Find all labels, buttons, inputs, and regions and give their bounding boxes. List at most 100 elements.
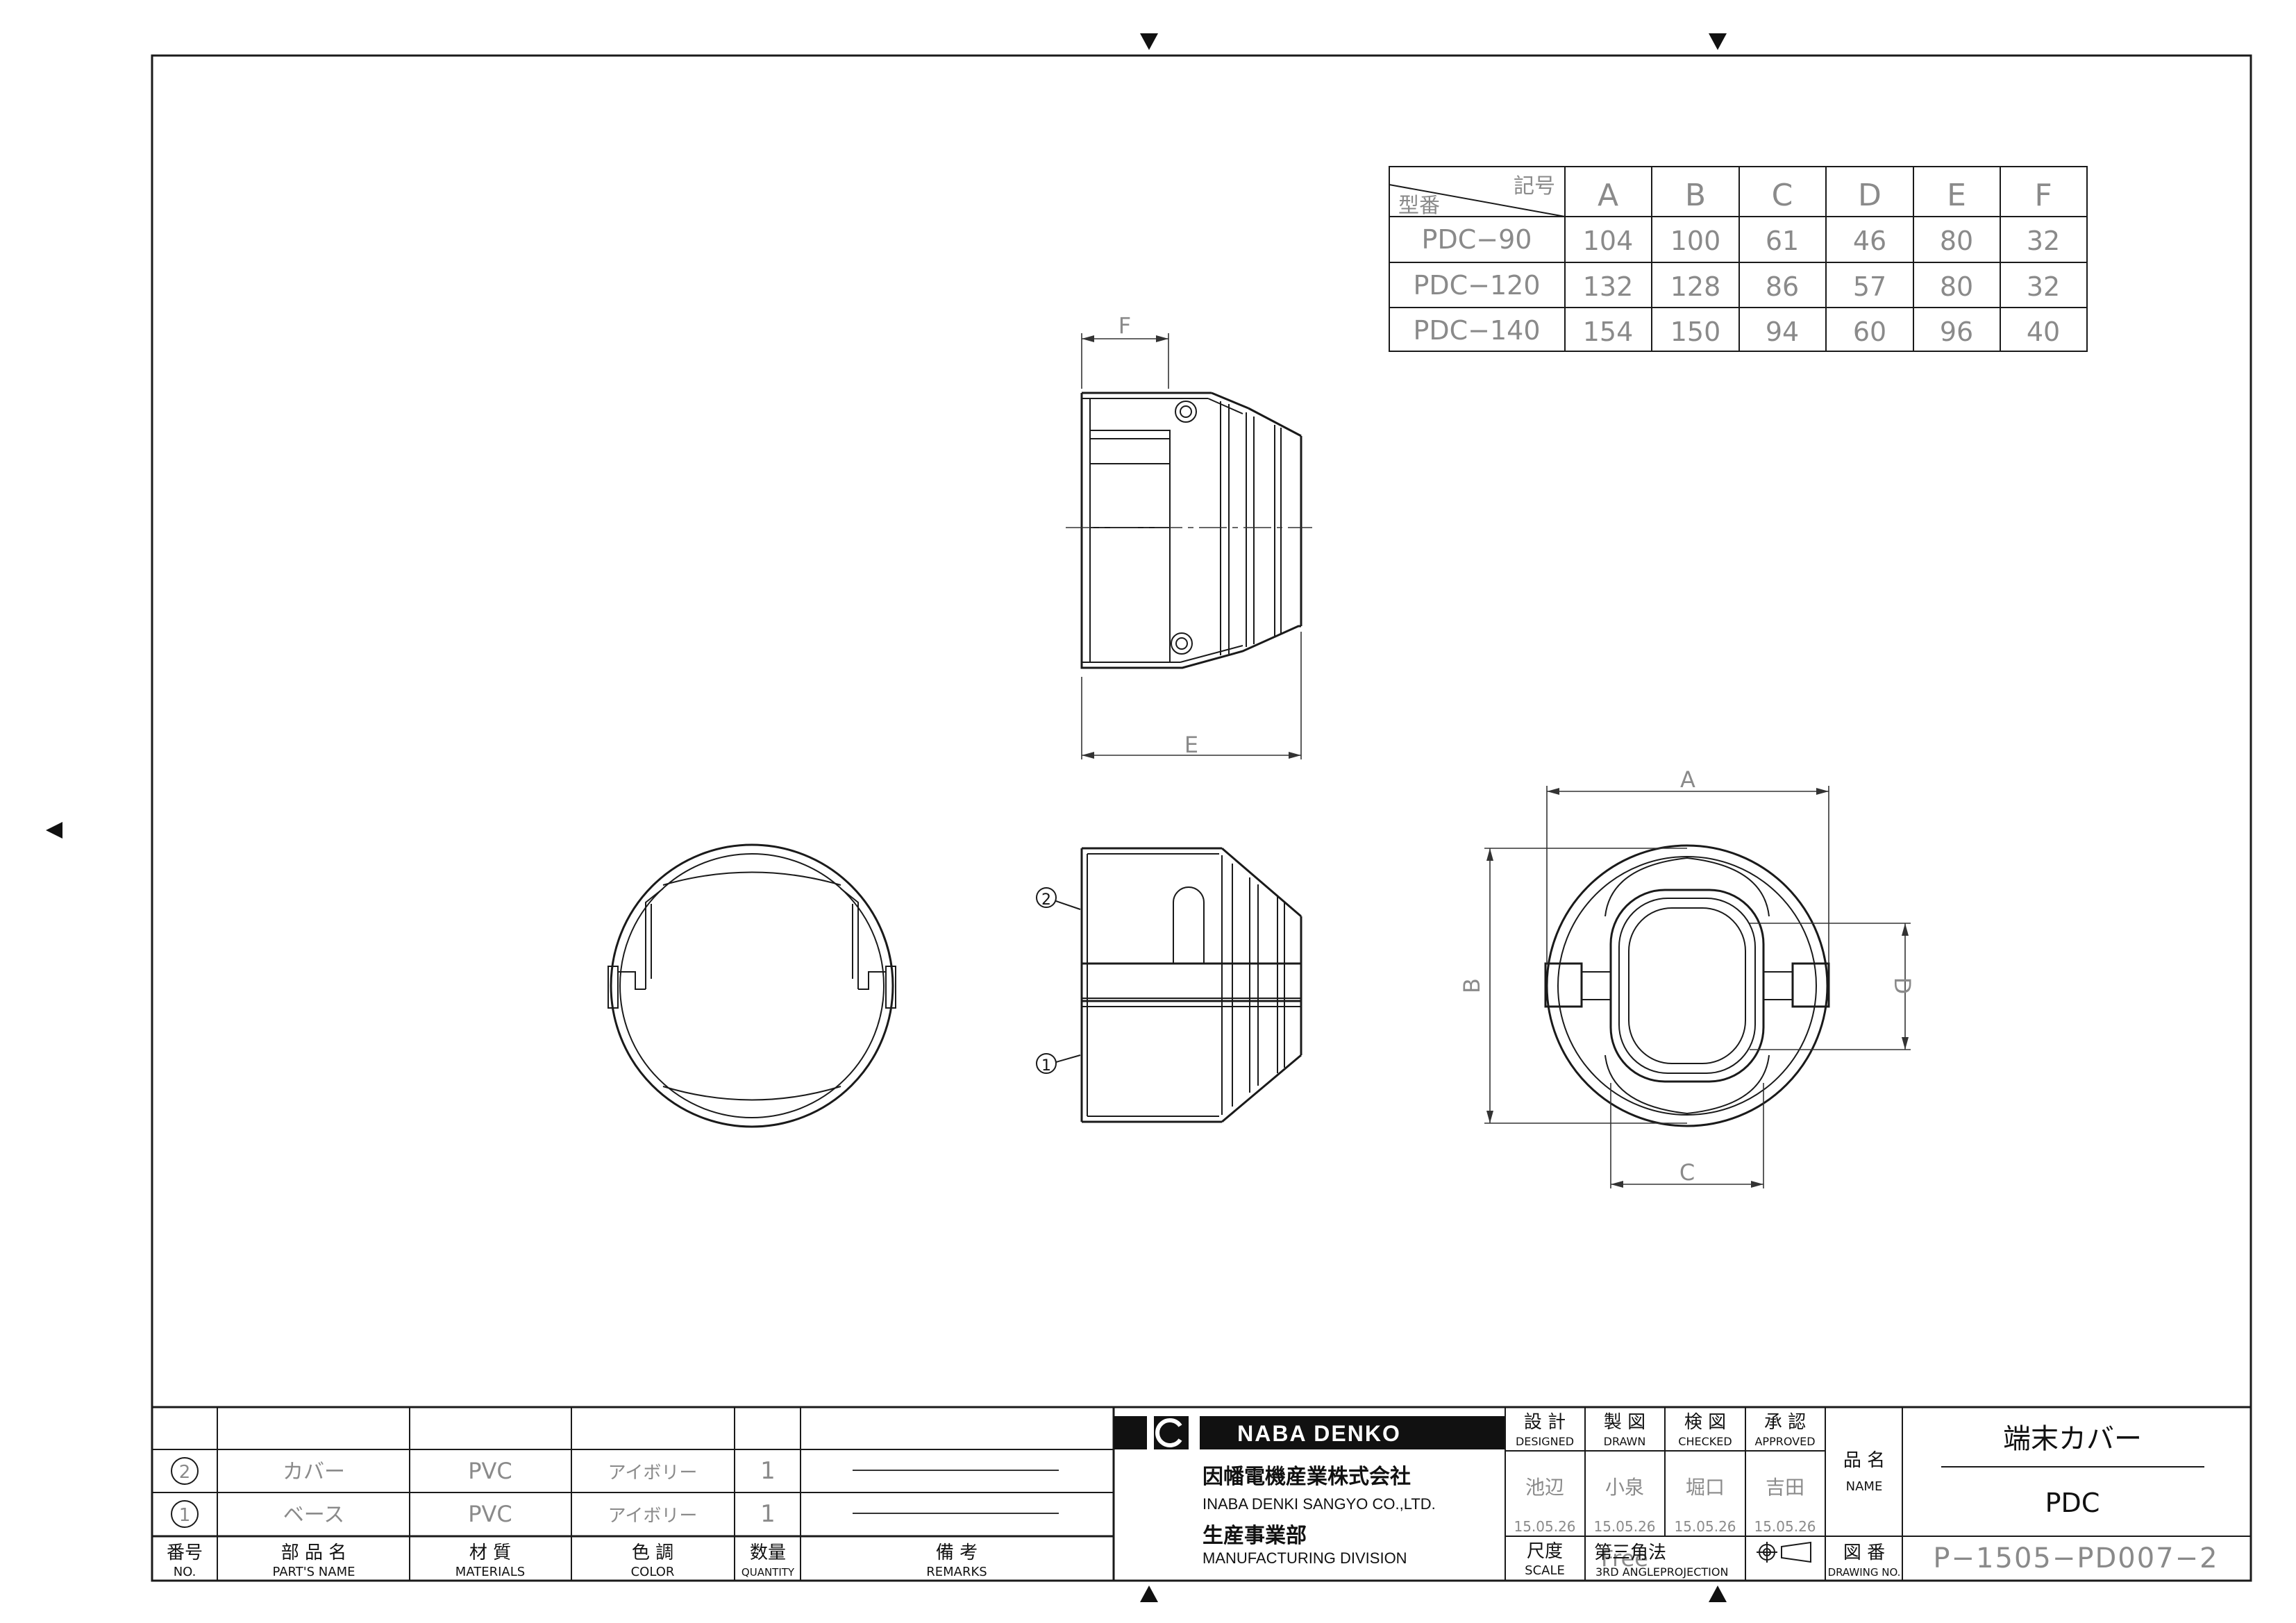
spec-cell: 96 [1940,317,1973,347]
header-color-jp: 色 調 [632,1542,673,1563]
drawn-by: 小泉 [1605,1476,1644,1499]
drawn-label-en: DRAWN [1604,1435,1646,1448]
scale-label-en: SCALE [1525,1563,1565,1578]
spec-cell: 132 [1583,271,1634,302]
section-view-top: F E [1066,312,1312,759]
part-number-circle [171,1457,199,1485]
center-mark-bottom-right [1709,1586,1727,1602]
spec-cell: 154 [1583,317,1634,347]
header-no-jp: 番号 [167,1542,203,1563]
spec-cell: 32 [2027,271,2060,302]
spec-cell: 40 [2027,317,2060,347]
part-qty: 1 [760,1457,776,1485]
drawing-number: P−1505−PD007−2 [1933,1542,2218,1574]
spec-col-f: F [2034,178,2052,213]
projection-label-en: 3RD ANGLEPROJECTION [1595,1565,1728,1579]
approved-label-en: APPROVED [1754,1435,1815,1448]
spec-cell: 80 [1940,226,1973,256]
end-view-right: A B C D [1459,766,1916,1188]
spec-row-model: PDC−140 [1413,315,1540,346]
product-code: PDC [2045,1488,2100,1518]
designed-label-jp: 設 計 [1524,1412,1566,1433]
center-mark-top-right [1709,33,1727,50]
spec-table: 記号 型番 A B C D E F PDC−90 PDC−120 PDC−140… [1389,166,2088,352]
projection-label-jp: 第三角法 [1594,1542,1666,1563]
spec-row-model: PDC−90 [1422,224,1532,255]
header-name-en: PART'S NAME [273,1565,355,1579]
part-material: PVC [468,1458,512,1484]
side-view-center: 2 1 [1036,847,1302,1123]
callout-part-1 [1036,1053,1057,1074]
header-name-jp: 部 品 名 [281,1542,347,1563]
scale-value: Free [1601,1545,1648,1572]
spec-cell: 104 [1583,226,1634,256]
spec-col-e: E [1947,178,1966,213]
part-color: アイボリー [608,1463,698,1483]
center-mark-bottom-left [1140,1586,1158,1602]
approved-by: 吉田 [1766,1476,1804,1499]
center-mark-left [46,822,62,839]
drawing-label-jp: 図 番 [1843,1542,1885,1563]
checked-label-jp: 検 図 [1684,1412,1726,1433]
drawing-frame [151,54,2252,1582]
header-qty-en: QUANTITY [741,1566,795,1579]
dim-label-e: E [1184,732,1198,758]
spec-col-c: C [1772,178,1793,213]
screw-hole [1175,401,1197,423]
header-color-en: COLOR [631,1565,675,1579]
projection-symbol-icon [1757,1541,1811,1563]
header-remarks-jp: 備 考 [936,1542,978,1563]
name-label-jp: 品 名 [1843,1450,1885,1471]
spec-header-model: 型番 [1398,194,1440,218]
spec-cell: 60 [1853,317,1886,347]
designed-date: 15.05.26 [1514,1518,1575,1535]
spec-col-b: B [1685,178,1706,213]
spec-row-model: PDC−120 [1413,270,1540,301]
spec-cell: 86 [1766,271,1799,302]
spec-cell: 61 [1766,226,1799,256]
company-name-jp: 因幡電機産業株式会社 [1203,1465,1411,1489]
division-jp: 生産事業部 [1203,1524,1307,1548]
part-qty: 1 [760,1500,776,1528]
spec-cell: 80 [1940,271,1973,302]
scale-label-jp: 尺度 [1527,1541,1563,1562]
spec-col-a: A [1598,178,1618,213]
header-material-en: MATERIALS [455,1565,525,1579]
part-color: アイボリー [608,1506,698,1527]
spec-cell: 57 [1853,271,1886,302]
approved-date: 15.05.26 [1754,1518,1816,1535]
name-label-en: NAME [1846,1479,1883,1494]
drawn-label-jp: 製 図 [1604,1412,1645,1433]
part-number-circle [171,1500,199,1528]
part-name: カバー [283,1460,345,1484]
dim-label-a: A [1680,766,1695,793]
callout-part-2-label: 2 [1041,891,1051,909]
part-no: 2 [179,1462,191,1483]
screw-hole [1171,632,1193,655]
spec-cell: 100 [1670,226,1721,256]
header-remarks-en: REMARKS [926,1565,987,1579]
spec-cell: 32 [2027,226,2060,256]
cable-slot [1173,886,1205,964]
approved-label-jp: 承 認 [1764,1412,1806,1433]
spec-header-symbol: 記号 [1514,174,1555,199]
checked-by: 堀口 [1686,1476,1725,1499]
spec-cell: 150 [1670,317,1721,347]
dim-label-f: F [1118,312,1131,339]
logo-square [1114,1416,1147,1449]
header-material-jp: 材 質 [469,1542,511,1563]
callout-part-2 [1036,887,1057,908]
drawn-date: 15.05.26 [1593,1518,1655,1535]
part-material: PVC [468,1501,512,1527]
spec-cell: 94 [1766,317,1799,347]
company-logo-mark [1155,1418,1182,1447]
center-mark-top-left [1140,33,1158,50]
dim-label-d: D [1889,977,1916,995]
callout-part-1-label: 1 [1041,1057,1051,1075]
division-en: MANUFACTURING DIVISION [1203,1549,1407,1567]
company-logo-text: NABA DENKO [1237,1421,1401,1446]
header-no-en: NO. [174,1565,196,1579]
product-name: 端末カバー [2003,1423,2142,1455]
dim-label-c: C [1679,1159,1695,1186]
